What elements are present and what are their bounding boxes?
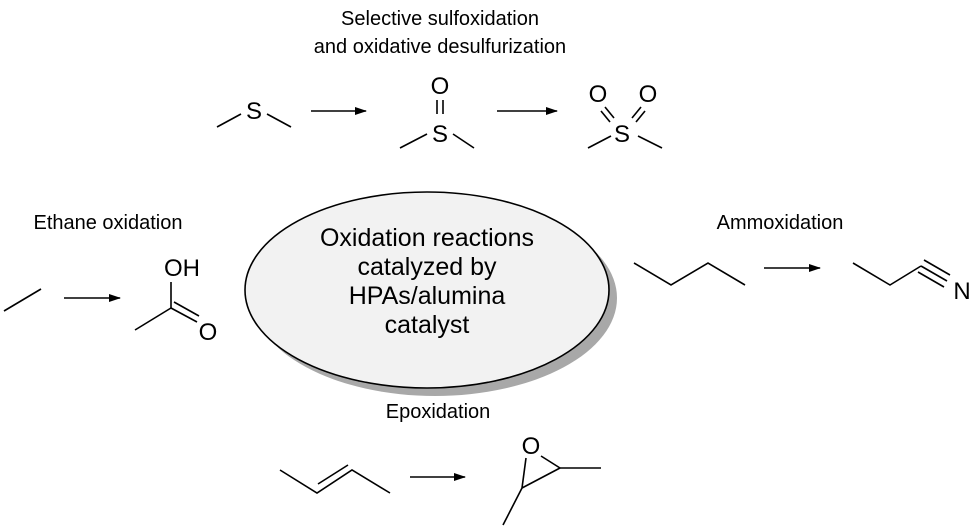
butane-structure bbox=[633, 262, 746, 286]
atom-s: S bbox=[432, 121, 448, 148]
center-line-4: catalyst bbox=[385, 311, 470, 339]
atom-o: O bbox=[199, 319, 218, 346]
epoxidation-title: Epoxidation bbox=[386, 401, 491, 423]
epoxidation-section: Epoxidation O bbox=[279, 401, 601, 526]
dimethyl-sulfoxide-structure: O S bbox=[399, 73, 475, 149]
atom-oh: OH bbox=[164, 255, 200, 282]
atom-s: S bbox=[246, 98, 262, 125]
dimethyl-sulfone-structure: O O S bbox=[587, 81, 663, 149]
ethane-oxidation-title: Ethane oxidation bbox=[33, 212, 182, 234]
center-line-3: HPAs/alumina bbox=[349, 282, 506, 310]
atom-o: O bbox=[431, 73, 450, 100]
atom-o: O bbox=[639, 81, 658, 108]
dimethyl-sulfide-structure: S bbox=[216, 98, 292, 128]
sulfoxidation-section: Selective sulfoxidation and oxidative de… bbox=[216, 8, 663, 149]
atom-n: N bbox=[953, 278, 970, 305]
ethane-oxidation-section: Ethane oxidation OH O bbox=[3, 212, 218, 346]
butene-structure bbox=[279, 464, 391, 494]
atom-o: O bbox=[589, 81, 608, 108]
atom-s: S bbox=[614, 121, 630, 148]
center-line-2: catalyzed by bbox=[358, 253, 497, 281]
atom-o: O bbox=[522, 433, 541, 460]
sulfoxidation-title-2: and oxidative desulfurization bbox=[314, 36, 566, 58]
epoxide-structure: O bbox=[502, 433, 601, 526]
propionitrile-structure: N bbox=[852, 259, 971, 305]
central-ellipse: Oxidation reactions catalyzed by HPAs/al… bbox=[244, 191, 617, 396]
ammoxidation-title: Ammoxidation bbox=[717, 212, 844, 234]
center-line-1: Oxidation reactions bbox=[320, 224, 534, 252]
sulfoxidation-title-1: Selective sulfoxidation bbox=[341, 8, 539, 30]
acetic-acid-structure: OH O bbox=[134, 255, 218, 346]
ammoxidation-section: Ammoxidation N bbox=[633, 212, 971, 305]
ethane-structure bbox=[3, 288, 42, 312]
